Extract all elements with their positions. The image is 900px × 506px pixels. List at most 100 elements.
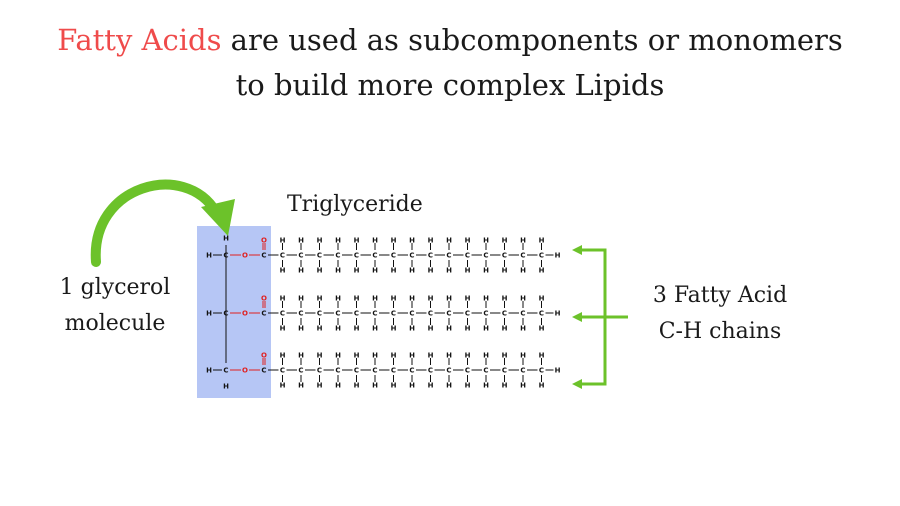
chain-hydrogen: H (391, 325, 397, 333)
chain-hydrogen: H (520, 237, 526, 245)
chain-carbon: C (409, 310, 414, 318)
chain-hydrogen: H (317, 382, 323, 390)
chain-hydrogen: H (502, 267, 508, 275)
chain-hydrogen: H (539, 237, 545, 245)
chain-hydrogen: H (317, 325, 323, 333)
terminal-hydrogen: H (555, 367, 561, 375)
chain-hydrogen: H (335, 267, 341, 275)
carbonyl-carbon: C (261, 367, 266, 375)
chain-hydrogen: H (539, 295, 545, 303)
heading-line-1-rest: are used as subcomponents or monomers (221, 23, 843, 57)
carbonyl-oxygen: O (261, 237, 267, 245)
chain-hydrogen: H (298, 295, 304, 303)
chain-hydrogen: H (428, 295, 434, 303)
carbonyl-oxygen: O (261, 295, 267, 303)
chain-hydrogen: H (372, 352, 378, 360)
chain-hydrogen: H (335, 352, 341, 360)
chain-hydrogen: H (280, 295, 286, 303)
chain-carbon: C (298, 367, 303, 375)
chain-hydrogen: H (335, 325, 341, 333)
chain-hydrogen: H (409, 325, 415, 333)
chain-carbon: C (280, 367, 285, 375)
glycerol-carbon: C (223, 367, 228, 375)
chain-carbon: C (409, 367, 414, 375)
chain-hydrogen: H (354, 295, 360, 303)
glycerol-arrowhead (201, 199, 235, 236)
chain-hydrogen: H (428, 352, 434, 360)
chain-carbon: C (391, 252, 396, 260)
chain-hydrogen: H (428, 237, 434, 245)
chain-carbon: C (372, 310, 377, 318)
carbonyl-carbon: C (261, 252, 266, 260)
glycerol-top-hydrogen: H (223, 235, 229, 243)
chain-carbon: C (483, 310, 488, 318)
fatty-acid-label-line-2: C-H chains (658, 319, 782, 344)
chain-hydrogen: H (539, 382, 545, 390)
chain-carbon: C (335, 310, 340, 318)
chain-hydrogen: H (502, 382, 508, 390)
chain-carbon: C (298, 310, 303, 318)
chain-hydrogen: H (446, 237, 452, 245)
ester-oxygen: O (242, 310, 248, 318)
chain-carbon: C (465, 310, 470, 318)
chain-hydrogen: H (280, 237, 286, 245)
chain-hydrogen: H (391, 237, 397, 245)
chain-carbon: C (446, 252, 451, 260)
glycerol-side-hydrogen: H (206, 252, 212, 260)
chain-hydrogen: H (502, 325, 508, 333)
chain-hydrogen: H (428, 382, 434, 390)
chain-hydrogen: H (317, 237, 323, 245)
chain-hydrogen: H (428, 267, 434, 275)
chain-hydrogen: H (354, 237, 360, 245)
chain-carbon: C (502, 252, 507, 260)
chain-carbon: C (428, 367, 433, 375)
chain-hydrogen: H (391, 295, 397, 303)
carbonyl-oxygen: O (261, 352, 267, 360)
fatty-acid-bracket (581, 248, 628, 386)
chain-hydrogen: H (483, 325, 489, 333)
chain-hydrogen: H (298, 382, 304, 390)
chain-hydrogen: H (483, 267, 489, 275)
chain-carbon: C (465, 252, 470, 260)
chain-hydrogen: H (280, 352, 286, 360)
chain-carbon: C (391, 367, 396, 375)
heading-line-2: to build more complex Lipids (235, 68, 665, 102)
chain-carbon: C (391, 310, 396, 318)
chain-hydrogen: H (465, 325, 471, 333)
ester-oxygen: O (242, 367, 248, 375)
chain-carbon: C (354, 252, 359, 260)
chain-hydrogen: H (354, 267, 360, 275)
arrowhead-chain-2 (572, 312, 582, 322)
diagram-heading: Fatty Acids are used as subcomponents or… (0, 18, 900, 108)
chain-hydrogen: H (520, 325, 526, 333)
chain-carbon: C (446, 367, 451, 375)
glycerol-side-hydrogen: H (206, 367, 212, 375)
chain-carbon: C (317, 252, 322, 260)
glycerol-label-line-2: molecule (64, 311, 166, 336)
chain-carbon: C (539, 367, 544, 375)
chain-hydrogen: H (372, 295, 378, 303)
chain-carbon: C (280, 252, 285, 260)
chain-hydrogen: H (298, 237, 304, 245)
chain-carbon: C (335, 367, 340, 375)
chain-hydrogen: H (409, 295, 415, 303)
chain-hydrogen: H (335, 237, 341, 245)
chain-hydrogen: H (483, 295, 489, 303)
chain-hydrogen: H (539, 352, 545, 360)
terminal-hydrogen: H (555, 252, 561, 260)
chain-hydrogen: H (409, 237, 415, 245)
chain-hydrogen: H (354, 325, 360, 333)
chain-carbon: C (428, 252, 433, 260)
chain-carbon: C (520, 310, 525, 318)
chain-carbon: C (520, 252, 525, 260)
chain-hydrogen: H (446, 382, 452, 390)
chain-hydrogen: H (539, 325, 545, 333)
chain-hydrogen: H (539, 267, 545, 275)
triglyceride-label: Triglyceride (287, 192, 423, 217)
chain-hydrogen: H (409, 382, 415, 390)
arrowhead-chain-3 (572, 379, 582, 389)
chain-hydrogen: H (446, 295, 452, 303)
chain-hydrogen: H (446, 352, 452, 360)
